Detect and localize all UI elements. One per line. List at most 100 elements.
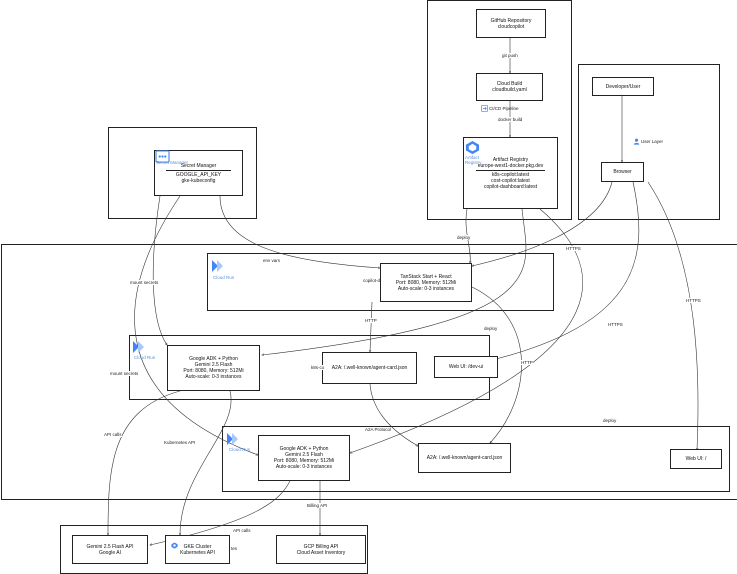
api-calls-label: API calls (233, 528, 251, 533)
secrets-container (108, 127, 257, 219)
secret-manager-title: Secret Manager (181, 163, 217, 169)
node-text-line: k8s-copilot:latest (491, 171, 530, 178)
node-text-line: Google ADK + Python (189, 356, 238, 362)
edge-deploy-k8s (262, 208, 527, 355)
node-text-line: Artifact Registry (492, 156, 529, 163)
node-text-line: GOOGLE_API_KEY (175, 171, 222, 178)
node-text-line: copilot-dashboard:latest (483, 183, 538, 190)
deploy-label: deploy (484, 326, 498, 331)
edge-https-dashboard (472, 181, 613, 266)
gcp-project-container (1, 244, 737, 500)
a2a-cost-node[interactable]: A2A: /.well-known/agent-card.json (418, 443, 511, 473)
node-text-line: GCP Billing API (303, 543, 339, 550)
node-text-line: Gemini 2.5 Flash (285, 452, 323, 458)
cloud-run-icon (227, 433, 238, 445)
divider (166, 169, 231, 171)
cloud-run-caption: Cloud Run (229, 447, 251, 452)
edge-https-webui2 (647, 181, 699, 450)
node-text-line: Web UI: /dev-ui (448, 364, 484, 370)
fragment-label: copilot-d (363, 278, 381, 283)
node-text-line: TanStack Start + React (400, 273, 452, 280)
secret-manager-caption: Secret Manager (156, 160, 189, 165)
node-text-line: Auto-scale: 0-3 instances (185, 374, 242, 380)
node-text-line: Gemini 2.5 Flash (194, 362, 233, 368)
webui-k8s-node[interactable]: Web UI: /dev-ui (434, 356, 498, 378)
a2a-protocol-label: A2A Protocol (365, 427, 392, 432)
fragment-label: tes (231, 546, 238, 551)
cloud-run-caption: Cloud Run (213, 275, 235, 280)
user-layer-label: User Layer (641, 139, 664, 144)
cloud-run-icon (212, 260, 223, 272)
cloud-run-icon (133, 341, 144, 353)
pipeline-icon (481, 105, 488, 112)
node-text-line: europe-west1-docker.pkg.dev (477, 162, 544, 169)
artifact-registry-caption: Artifact Registry (465, 155, 482, 165)
edge-http-a2a1 (370, 301, 373, 352)
node-text-line: Google ADK + Python (279, 446, 329, 452)
node-text-line: Auto-scale: 0-3 instances (397, 285, 455, 292)
git-push-label: git push (502, 53, 518, 58)
node-text-line: cost-copilot:latest (491, 177, 530, 184)
http-label: HTTP (521, 360, 533, 365)
developer-user-node[interactable]: Developer/User (592, 77, 654, 96)
edge-api-calls-k8s (108, 390, 181, 535)
edge-env-vars (219, 195, 380, 268)
cloud-run-caption: Cloud Run (134, 355, 156, 360)
cloud-run-dashboard-group (207, 253, 554, 311)
node-text-line: A2A: /.well-known/agent-card.json (331, 365, 408, 371)
node-text-line: Cloud Asset Inventory (296, 549, 346, 556)
node-text-line: Developer/User (605, 83, 641, 90)
a2a-k8s-node[interactable]: A2A: /.well-known/agent-card.json (322, 352, 417, 384)
edge-a2a-protocol (369, 383, 418, 446)
cicd-pipeline-label: CI/CD Pipeline (489, 106, 519, 111)
browser-node[interactable]: Browser (601, 162, 644, 182)
node-text-line: Cloud Build (496, 81, 523, 87)
node-text-line: Kubernetes API (180, 549, 215, 556)
deploy-label: deploy (603, 418, 617, 423)
webui-cost-node[interactable]: Web UI: / (670, 449, 722, 469)
http-label: HTTP (365, 318, 377, 323)
node-text-line: cloudbuild.yaml (492, 87, 527, 93)
node-text-line: Web UI: / (685, 456, 707, 462)
https-label: HTTPS (566, 246, 581, 251)
mount-secrets-label: mount secrets (130, 280, 159, 285)
node-text-line: Port: 8080, Memory: 512Mi (273, 458, 335, 464)
artifact-registry-icon (465, 140, 480, 155)
divider (475, 169, 546, 171)
node-text-line: Gemini 2.5 Flash API (86, 543, 134, 550)
cicd-container (427, 0, 572, 220)
node-text-line: cloudcopilot (497, 23, 525, 30)
node-text-line: Google AI (99, 549, 121, 556)
user-icon (633, 138, 640, 145)
docker-build-label: docker build (498, 117, 523, 122)
node-text-line: Port: 8080, Memory: 512Mi (395, 279, 457, 286)
deploy-label: deploy (457, 235, 471, 240)
cloud-run-cost-group (222, 426, 730, 492)
kubernetes-api-label: Kubernetes API (164, 440, 196, 445)
gke-icon (171, 542, 178, 549)
fragment-label: k8s-co (311, 365, 325, 370)
node-text-line: Secret Manager (180, 162, 217, 169)
https-label: HTTPS (608, 322, 623, 327)
api-calls-label: API calls (104, 432, 122, 437)
edge-deploy-cost (350, 208, 583, 453)
edge-k8s-api (180, 390, 232, 535)
https-label: HTTPS (686, 298, 701, 303)
edge-https-webui1 (466, 181, 640, 366)
env-vars-label: env vars (263, 258, 281, 263)
edge-mount-secrets-k8s (152, 195, 167, 345)
mount-secrets-label: mount secrets (110, 371, 139, 376)
user-layer-container (578, 64, 720, 220)
